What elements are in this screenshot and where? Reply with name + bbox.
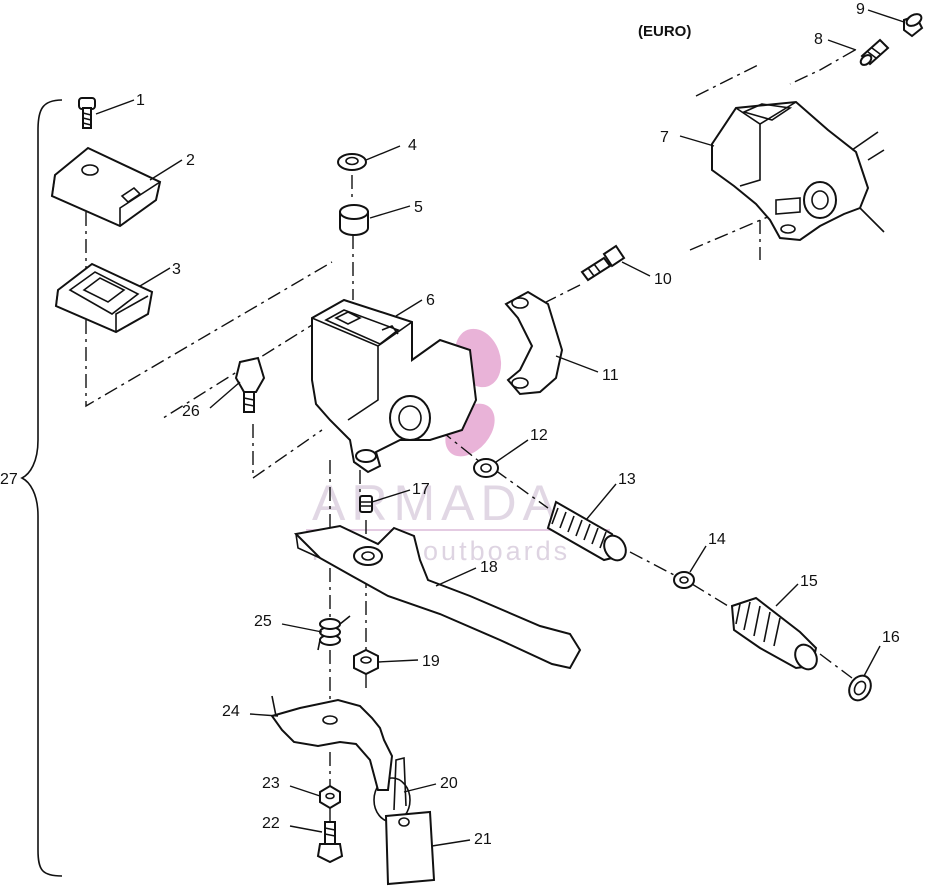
label-part-20: 20 <box>440 775 458 792</box>
label-part-23: 23 <box>262 775 280 792</box>
label-part-13: 13 <box>618 471 636 488</box>
label-part-9: 9 <box>856 1 865 18</box>
label-part-10: 10 <box>654 271 672 288</box>
label-part-4: 4 <box>408 137 417 154</box>
label-part-3: 3 <box>172 261 181 278</box>
part-11-clamp <box>504 290 564 396</box>
label-part-16: 16 <box>882 629 900 646</box>
label-part-12: 12 <box>530 427 548 444</box>
part-18-lever <box>293 524 582 670</box>
part-10-bolt <box>580 244 626 282</box>
part-6-master-cylinder <box>311 298 478 474</box>
label-part-8: 8 <box>814 31 823 48</box>
leader-lines <box>95 9 905 847</box>
label-part-11: 11 <box>602 367 619 384</box>
label-part-26: 26 <box>182 403 200 420</box>
label-part-15: 15 <box>800 573 818 590</box>
label-part-18: 18 <box>480 559 498 576</box>
part-16-ring <box>848 674 872 702</box>
part-22-screw <box>316 821 344 864</box>
label-part-6: 6 <box>426 292 435 309</box>
label-part-24: 24 <box>222 703 240 720</box>
label-part-17: 17 <box>412 481 430 498</box>
part-14-washer <box>673 571 695 589</box>
part-7-euro-cylinder <box>711 100 885 242</box>
label-part-1: 1 <box>136 92 145 109</box>
label-part-21: 21 <box>474 831 492 848</box>
part-25-spring <box>317 615 351 651</box>
part-17-setscrew <box>359 495 373 513</box>
part-3-diaphragm <box>54 262 154 334</box>
part-1-screw <box>78 97 96 129</box>
part-21-tag <box>384 756 436 886</box>
part-26-pivot-bolt <box>234 356 266 413</box>
assembly-bracket <box>20 99 63 877</box>
label-part-14: 14 <box>708 531 726 548</box>
part-12-washer <box>473 458 499 478</box>
part-5-bushing <box>339 204 369 236</box>
euro-variant-label: (EURO) <box>638 23 691 40</box>
label-part-27: 27 <box>0 471 18 488</box>
label-part-2: 2 <box>186 152 195 169</box>
part-8-screw <box>859 38 890 66</box>
part-13-boot <box>546 500 627 562</box>
label-part-19: 19 <box>422 653 440 670</box>
label-part-7: 7 <box>660 129 669 146</box>
part-2-cover <box>50 146 162 228</box>
part-labels: (EURO) 1 2 3 4 5 6 7 8 9 10 11 12 13 14 … <box>0 1 900 848</box>
label-part-22: 22 <box>262 815 280 832</box>
part-9-cap <box>903 13 924 38</box>
part-24-bracket <box>270 695 394 791</box>
part-19-nut <box>353 648 379 676</box>
part-23-nut <box>319 784 341 810</box>
part-15-piston <box>730 596 818 671</box>
watermark-brand: ARMADA <box>312 475 562 531</box>
part-4-washer <box>337 153 367 171</box>
label-part-25: 25 <box>254 613 272 630</box>
label-part-5: 5 <box>414 199 423 216</box>
